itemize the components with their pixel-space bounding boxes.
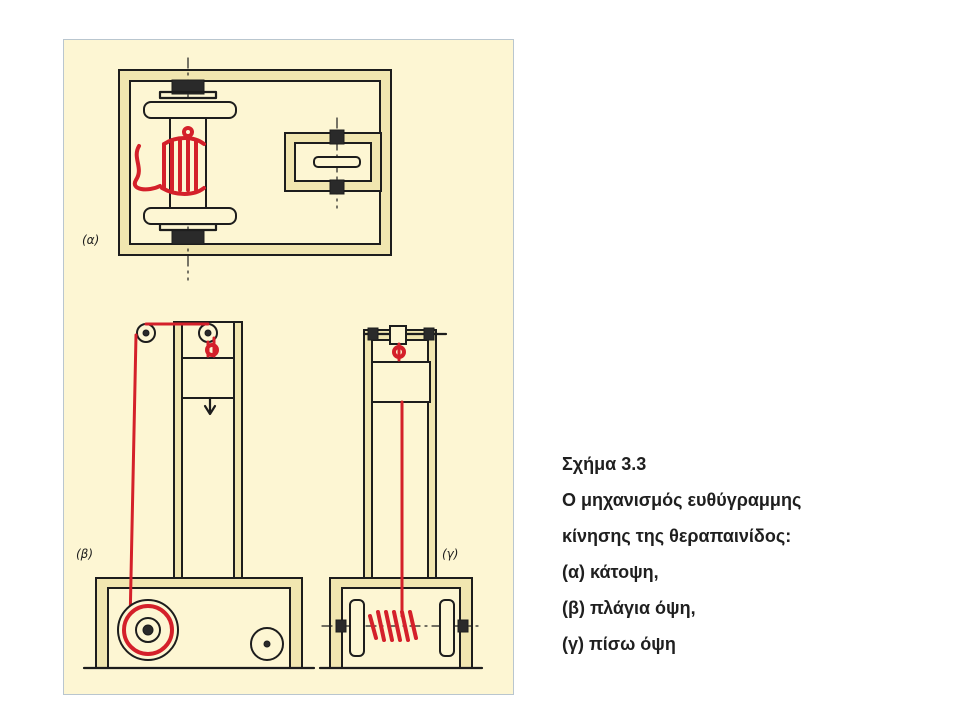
side-rope [128, 322, 216, 627]
back-top-pulley [389, 325, 407, 345]
plan-pulley-bearing-top [329, 129, 345, 145]
caption-item-b: (β) πλάγια όψη, [562, 598, 696, 618]
label-plan-view: (α) [82, 233, 99, 247]
caption-item-c: (γ) πίσω όψη [562, 634, 676, 654]
caption-line-2: κίνησης της θεραπαινίδος: [562, 526, 792, 546]
plan-rope-end [182, 126, 194, 138]
label-side-view: (β) [76, 547, 93, 561]
side-drum-axle [142, 624, 154, 636]
side-weight [181, 357, 235, 399]
plan-wheel-top [143, 101, 237, 119]
back-bearing-left [335, 619, 347, 633]
back-top-bearing-right [423, 327, 435, 341]
plan-pulley-wheel [313, 156, 361, 168]
back-weight [371, 361, 431, 403]
back-wheel-right [439, 599, 455, 657]
plan-wheel-bottom [143, 207, 237, 225]
back-bearing-right [457, 619, 469, 633]
back-drum-coil [368, 610, 418, 642]
side-pulley-right-hub [204, 329, 212, 337]
caption-line-1: Ο μηχανισμός ευθύγραμμης [562, 490, 802, 510]
plan-bottom-bearing [171, 229, 205, 245]
back-wheel-left [349, 599, 365, 657]
plan-top-bearing-base [158, 90, 218, 100]
side-pulley-left-hub [142, 329, 150, 337]
side-view: (β) [76, 321, 316, 670]
caption-item-a: (α) κάτοψη, [562, 562, 659, 582]
side-small-wheel-axle [263, 640, 271, 648]
plan-rope [132, 136, 206, 196]
plan-view: (α) [82, 57, 392, 281]
back-view: (γ) [318, 325, 484, 670]
mechanism-drawing: (α) [76, 57, 484, 670]
side-arrow-head [203, 404, 217, 416]
caption-title: Σχήμα 3.3 [562, 454, 647, 474]
plan-pulley-bearing-bottom [329, 179, 345, 195]
side-rope-knot [205, 343, 219, 357]
plan-top-bearing [171, 79, 205, 95]
side-drum-coil [122, 604, 174, 656]
label-back-view: (γ) [442, 547, 458, 561]
back-top-bearing-left [367, 327, 379, 341]
figure-panel: (α) [63, 39, 514, 695]
back-rope-knot [392, 345, 406, 359]
figure-caption: Σχήμα 3.3 Ο μηχανισμός ευθύγραμμης κίνησ… [562, 450, 942, 666]
